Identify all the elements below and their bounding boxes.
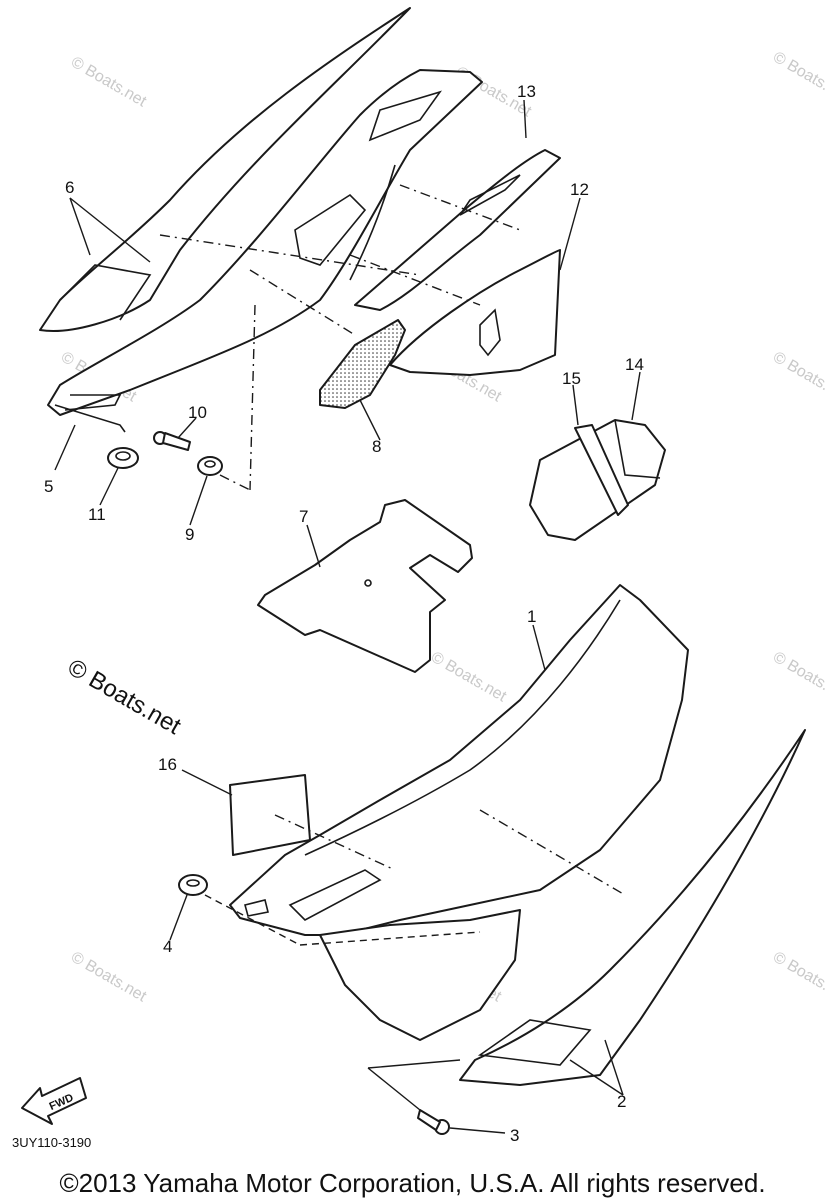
part-3-screw bbox=[417, 1109, 450, 1135]
part-15-strap bbox=[574, 424, 629, 516]
leader-lines bbox=[54, 99, 641, 1134]
callout-13: 13 bbox=[517, 82, 536, 101]
watermark: © Boats.net bbox=[770, 49, 825, 106]
watermark: © Boats.net bbox=[770, 649, 825, 706]
part-10-screw bbox=[153, 431, 191, 451]
assembly-lines bbox=[159, 184, 626, 1111]
part-11-grommet bbox=[107, 447, 139, 469]
callout-10: 10 bbox=[188, 403, 207, 422]
part-14-tool-bag bbox=[529, 419, 666, 541]
copyright-text: ©2013 Yamaha Motor Corporation, U.S.A. A… bbox=[59, 1168, 766, 1198]
part-13-strip bbox=[354, 149, 561, 311]
fwd-arrow-icon: FWD bbox=[21, 1077, 87, 1125]
watermark: © Boats.net bbox=[770, 949, 825, 1006]
watermark: © Boats.net bbox=[770, 349, 825, 406]
air-duct bbox=[294, 193, 367, 266]
callout-15: 15 bbox=[562, 369, 581, 388]
watermark-prominent: © Boats.net bbox=[63, 654, 186, 740]
callout-12: 12 bbox=[570, 180, 589, 199]
diagram-code: 3UY110-3190 bbox=[12, 1135, 91, 1150]
callout-9: 9 bbox=[185, 525, 194, 544]
watermark: © Boats.net bbox=[68, 949, 150, 1006]
callout-numbers: 13 6 12 14 15 10 8 5 11 9 7 1 16 4 2 3 bbox=[44, 82, 644, 1145]
callout-3: 3 bbox=[510, 1126, 519, 1145]
part-1-side-cover bbox=[229, 584, 689, 1041]
callout-1: 1 bbox=[527, 607, 536, 626]
part-9-collar bbox=[197, 456, 223, 476]
part-16-label bbox=[229, 774, 311, 856]
watermark: © Boats.net bbox=[428, 649, 510, 706]
callout-5: 5 bbox=[44, 477, 53, 496]
watermark: © Boats.net bbox=[68, 54, 150, 111]
callout-7: 7 bbox=[299, 507, 308, 526]
callout-16: 16 bbox=[158, 755, 177, 774]
part-8-pad bbox=[319, 319, 406, 409]
callout-14: 14 bbox=[625, 355, 644, 374]
callout-2: 2 bbox=[617, 1092, 626, 1111]
part-2-graphic bbox=[459, 729, 806, 1086]
callout-6: 6 bbox=[65, 178, 74, 197]
callout-8: 8 bbox=[372, 437, 381, 456]
part-7-plate bbox=[257, 499, 473, 673]
part-4-grommet bbox=[178, 874, 208, 896]
part-6-graphic bbox=[39, 7, 411, 332]
callout-11: 11 bbox=[88, 505, 106, 524]
part-12-cover bbox=[389, 249, 561, 376]
callout-4: 4 bbox=[163, 937, 172, 956]
part-5-side-cover bbox=[47, 69, 483, 433]
